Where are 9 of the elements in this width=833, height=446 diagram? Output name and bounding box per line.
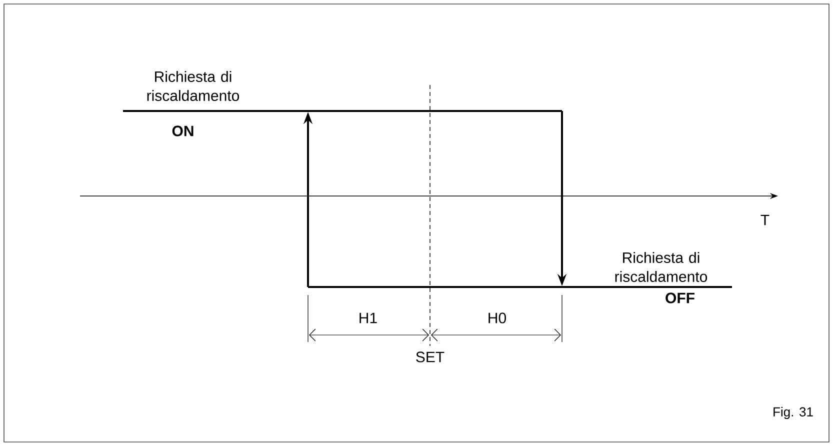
state-label: Richiesta di riscaldamento — [147, 71, 240, 101]
state-label: ON — [172, 126, 194, 136]
axis-label: T — [760, 214, 770, 226]
state-label: Richiesta di riscaldamento — [615, 252, 708, 282]
caption: Fig. 31 — [774, 406, 813, 420]
state-label: OFF — [666, 292, 694, 304]
dimension-label: H0 — [488, 312, 506, 324]
axis-label: SET — [416, 352, 444, 362]
dimension-label: H1 — [360, 312, 377, 324]
